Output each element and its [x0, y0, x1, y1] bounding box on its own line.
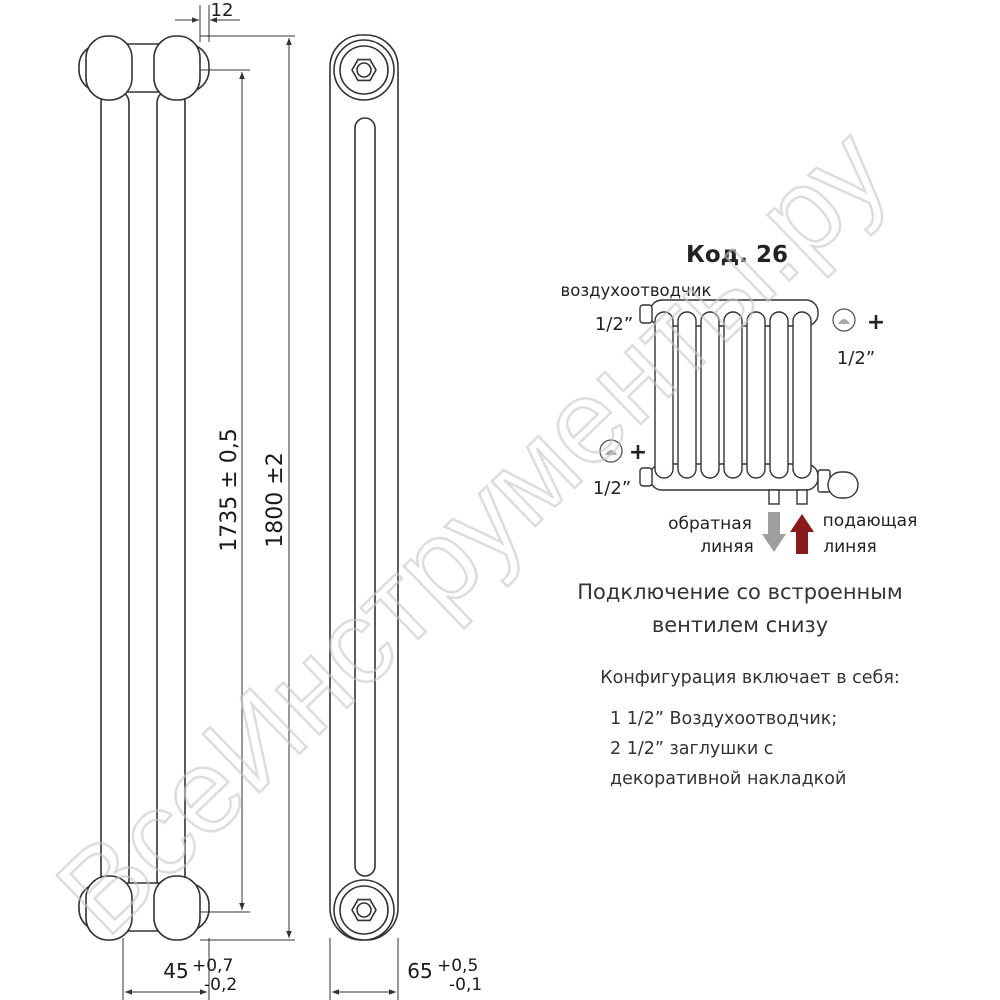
- configuration-item: 2 1/2” заглушки с: [610, 739, 774, 759]
- dim-depth-value: 45: [163, 959, 188, 983]
- caption-line-2: вентилем снизу: [651, 613, 829, 637]
- dim-width-tol-minus: -0,1: [449, 975, 482, 995]
- radiator-front-view: [78, 35, 210, 941]
- plus-sign-top-right: +: [867, 310, 885, 335]
- mini-radiator: [639, 299, 859, 505]
- plus-sign-bottom-left: +: [629, 440, 647, 465]
- plug-cap-icon-top-right: [832, 308, 856, 332]
- configuration-item: декоративной накладкой: [610, 769, 847, 789]
- connection-caption: Подключение со встроенным вентилем снизу: [540, 576, 940, 642]
- schema-air-vent-label: воздухоотводчик: [561, 281, 712, 300]
- caption-line-1: Подключение со встроенным: [577, 580, 903, 604]
- dim-depth-tol-minus: -0,2: [204, 975, 237, 995]
- dim-width-value: 65: [407, 959, 432, 983]
- dim-depth-tol-plus: +0,7: [192, 956, 233, 976]
- schema-thread-top-right: 1/2”: [837, 348, 875, 369]
- return-line-label-2: линяя: [700, 537, 753, 557]
- radiator-side-view: [329, 34, 399, 941]
- schema-thread-bottom-left: 1/2”: [593, 478, 631, 499]
- plug-cap-icon-bottom-left: [599, 439, 623, 463]
- return-line-arrow-icon: [762, 512, 786, 552]
- supply-line-arrow-icon: [790, 514, 814, 554]
- dim-width-tol-plus: +0,5: [437, 956, 478, 976]
- supply-line-label-1: подающая: [823, 511, 918, 531]
- dim-height-total: 1800 ±2: [263, 452, 288, 547]
- supply-line-label-2: линяя: [823, 537, 876, 557]
- dim-height-inner: 1735 ± 0,5: [217, 428, 242, 551]
- schema-code-title: Код. 26: [686, 242, 788, 268]
- dim-nut-offset: 12: [211, 0, 234, 21]
- return-line-label-1: обратная: [668, 514, 752, 534]
- configuration-list: 1 1/2” Воздухоотводчик; 2 1/2” заглушки …: [610, 704, 910, 794]
- dimension-lines: [122, 5, 399, 1000]
- schema-thread-top-left: 1/2”: [595, 314, 633, 335]
- configuration-item: 1 1/2” Воздухоотводчик;: [610, 709, 838, 729]
- configuration-title: Конфигурация включает в себя:: [600, 668, 900, 688]
